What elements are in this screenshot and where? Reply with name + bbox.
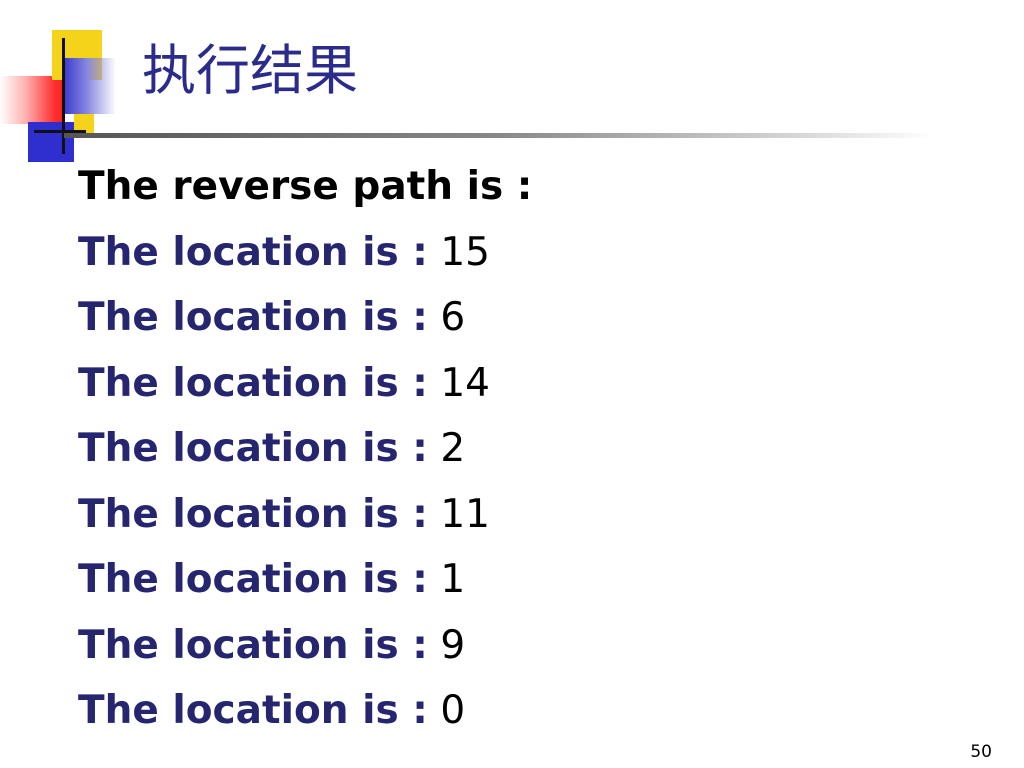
crosshair-horizontal — [34, 130, 86, 133]
location-line: The location is : 15 — [78, 220, 958, 286]
location-line: The location is : 2 — [78, 416, 958, 482]
location-line: The location is : 11 — [78, 482, 958, 548]
location-value: 9 — [440, 622, 466, 668]
location-line: The location is : 9 — [78, 613, 958, 679]
slide-content: The reverse path is : The location is : … — [78, 154, 958, 744]
location-label: The location is : — [78, 688, 428, 733]
location-label: The location is : — [78, 229, 428, 275]
location-line: The location is : 0 — [78, 678, 958, 744]
corner-logo-icon — [0, 0, 130, 170]
location-value: 15 — [440, 229, 490, 275]
reverse-path-heading: The reverse path is : — [78, 164, 533, 209]
page-number: 50 — [970, 742, 992, 762]
slide-title: 执行结果 — [142, 39, 358, 102]
small-yellow-square — [74, 114, 94, 134]
location-line: The location is : 1 — [78, 547, 958, 613]
location-value: 11 — [440, 491, 490, 537]
location-line: The location is : 6 — [78, 285, 958, 351]
crosshair-vertical — [62, 38, 65, 154]
location-value: 6 — [440, 295, 466, 340]
blue-fade-square — [64, 58, 116, 114]
blue-square — [28, 122, 74, 162]
location-value: 14 — [440, 360, 490, 406]
location-label: The location is : — [78, 491, 428, 537]
location-value: 0 — [440, 688, 466, 733]
red-fade-square — [0, 76, 64, 124]
location-label: The location is : — [78, 295, 428, 340]
location-value: 2 — [440, 426, 466, 471]
location-label: The location is : — [78, 426, 428, 471]
location-label: The location is : — [78, 557, 428, 602]
location-label: The location is : — [78, 360, 428, 406]
location-label: The location is : — [78, 622, 428, 668]
title-rule — [64, 133, 934, 138]
location-value: 1 — [440, 557, 466, 602]
location-line: The location is : 14 — [78, 351, 958, 417]
